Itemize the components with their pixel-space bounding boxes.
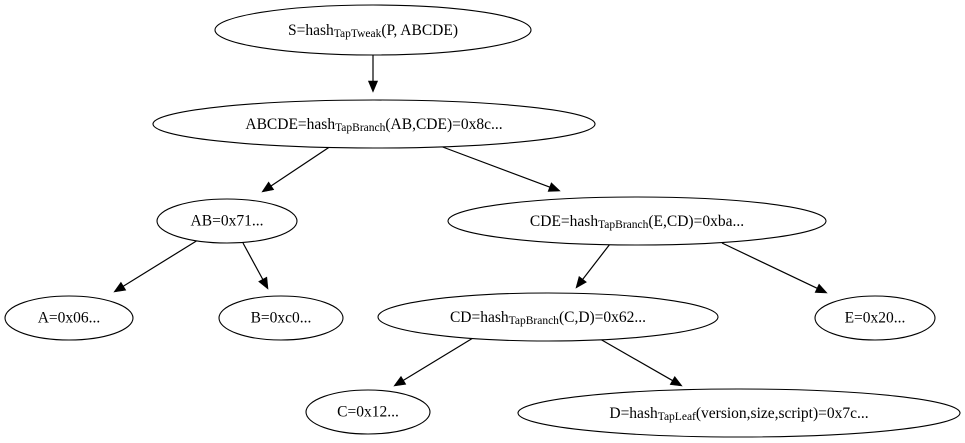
arrow-head-icon: [367, 80, 379, 93]
node-cde[interactable]: CDE=hashTapBranch(E,CD)=0xba...: [447, 196, 827, 246]
node-d[interactable]: D=hashTapLeaf(version,size,script)=0x7c.…: [517, 388, 961, 438]
node-c[interactable]: C=0x12...: [305, 389, 431, 435]
arrow-head-icon: [575, 275, 587, 289]
edge-ab-to-b: [242, 242, 269, 290]
edge-cde-to-e: [721, 242, 828, 294]
node-label: C=0x12...: [337, 404, 399, 421]
node-label: E=0x20...: [845, 310, 906, 327]
node-label: ABCDE=hashTapBranch(AB,CDE)=0x8c...: [245, 116, 502, 134]
node-label: S=hashTapTweak(P, ABCDE): [288, 22, 458, 40]
edge-line: [121, 239, 199, 288]
node-label: CD=hashTapBranch(C,D)=0x62...: [450, 309, 646, 327]
edges-layer: [113, 55, 828, 387]
edge-line: [401, 337, 474, 382]
edge-line: [721, 242, 819, 290]
node-label: CDE=hashTapBranch(E,CD)=0xba...: [530, 213, 744, 231]
node-ellipse[interactable]: [377, 292, 719, 342]
edge-line: [242, 242, 264, 281]
node-cd[interactable]: CD=hashTapBranch(C,D)=0x62...: [377, 292, 719, 342]
node-label: D=hashTapLeaf(version,size,script)=0x7c.…: [609, 405, 868, 423]
node-ellipse[interactable]: [447, 196, 827, 246]
edge-cd-to-d: [599, 338, 683, 387]
nodes-layer: S=hashTapTweak(P, ABCDE) ABCDE=hashTapBra…: [4, 4, 961, 438]
edge-cd-to-c: [393, 337, 474, 387]
node-e[interactable]: E=0x20...: [814, 295, 936, 341]
edge-line: [599, 338, 674, 382]
arrow-head-icon: [258, 276, 269, 290]
arrow-head-icon: [113, 281, 127, 293]
node-label: AB=0x71...: [191, 213, 264, 230]
edge-ab-to-a: [113, 239, 199, 293]
node-label: B=0xc0...: [251, 310, 312, 327]
arrow-head-icon: [669, 375, 683, 387]
node-ellipse[interactable]: [218, 295, 344, 341]
node-ellipse[interactable]: [517, 388, 961, 438]
edge-line: [581, 243, 611, 281]
node-ab[interactable]: AB=0x71...: [156, 198, 298, 244]
edge-line: [439, 145, 552, 189]
node-label: A=0x06...: [38, 310, 101, 327]
node-b[interactable]: B=0xc0...: [218, 295, 344, 341]
edge-abcde-to-cde: [439, 145, 561, 192]
node-ellipse[interactable]: [156, 198, 298, 244]
edge-line: [269, 145, 332, 188]
edge-s-to-abcde: [367, 55, 379, 93]
node-ellipse[interactable]: [214, 4, 532, 56]
node-ellipse[interactable]: [152, 99, 596, 149]
arrow-head-icon: [261, 181, 275, 193]
node-ellipse[interactable]: [814, 295, 936, 341]
edge-cde-to-cd: [575, 243, 611, 289]
arrow-head-icon: [393, 375, 407, 387]
arrow-head-icon: [547, 182, 561, 192]
node-a[interactable]: A=0x06...: [4, 295, 134, 341]
node-abcde[interactable]: ABCDE=hashTapBranch(AB,CDE)=0x8c...: [152, 99, 596, 149]
node-ellipse[interactable]: [4, 295, 134, 341]
node-s[interactable]: S=hashTapTweak(P, ABCDE): [214, 4, 532, 56]
node-ellipse[interactable]: [305, 389, 431, 435]
arrow-head-icon: [814, 283, 828, 294]
edge-abcde-to-ab: [261, 145, 332, 193]
